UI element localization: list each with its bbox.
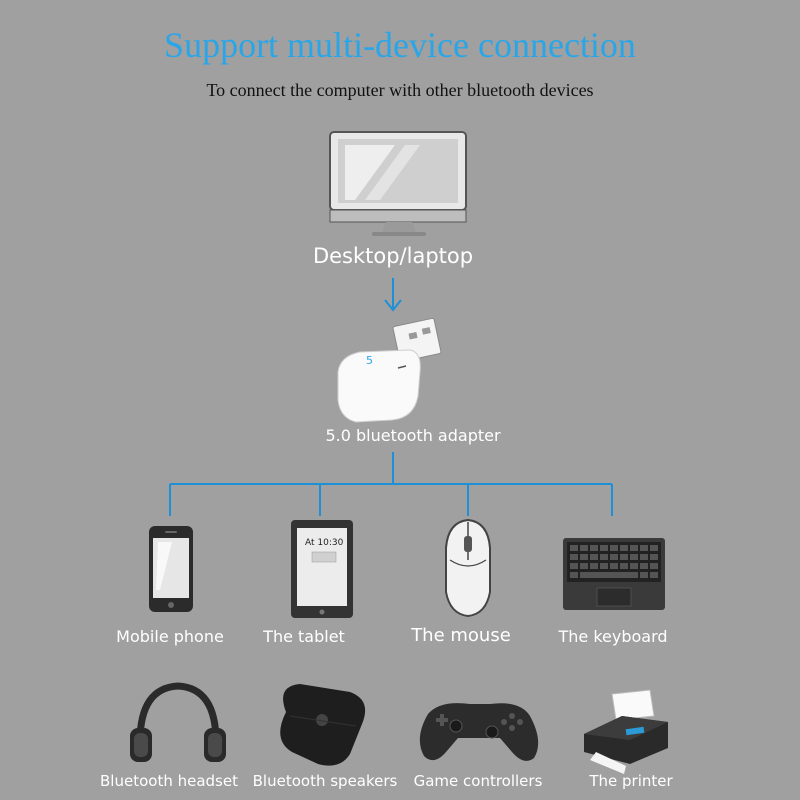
headset-icon <box>130 682 226 762</box>
keyboard-label: The keyboard <box>558 627 668 646</box>
mouse-icon <box>445 518 491 618</box>
tablet-label: The tablet <box>263 627 345 646</box>
adapter-label: 5.0 bluetooth adapter <box>325 426 501 445</box>
bluetooth-adapter-icon <box>337 317 442 423</box>
printer-label: The printer <box>589 772 673 790</box>
connector-lines <box>169 452 613 516</box>
desktop-label: Desktop/laptop <box>312 244 474 268</box>
speaker-icon <box>280 684 366 766</box>
game-controller-icon <box>419 703 539 761</box>
tablet-screen-text: At 10:30 <box>305 538 344 548</box>
desktop-icon <box>329 131 467 236</box>
keyboard-icon <box>563 538 665 610</box>
mouse-label: The mouse <box>411 625 511 646</box>
speaker-label: Bluetooth speakers <box>252 772 398 790</box>
mobile-phone-label: Mobile phone <box>116 627 224 646</box>
game-controller-label: Game controllers <box>413 772 543 790</box>
adapter-badge: 5 <box>366 354 373 367</box>
headset-label: Bluetooth headset <box>100 772 238 790</box>
page-title: Support multi-device connection <box>164 25 636 65</box>
mobile-phone-icon <box>149 526 193 612</box>
tablet-icon <box>291 520 353 618</box>
printer-icon <box>584 689 668 774</box>
arrow-down-icon <box>384 278 402 312</box>
page-subtitle: To connect the computer with other bluet… <box>206 80 594 100</box>
